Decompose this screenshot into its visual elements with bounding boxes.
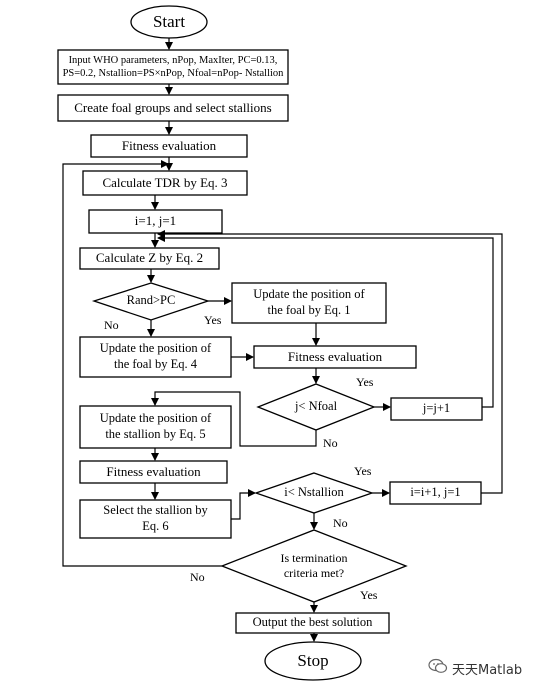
jn-yes-label: Yes — [356, 375, 374, 389]
edge-jn-no — [151, 391, 317, 447]
jn-no-label: No — [323, 436, 338, 450]
update-stallion-eq5-box — [79, 405, 232, 449]
rand-yes-label: Yes — [204, 313, 222, 327]
edge-select-in — [231, 489, 256, 520]
in-yes-label: Yes — [354, 464, 372, 478]
update-foal-eq1-box — [231, 282, 387, 324]
termination-decision — [220, 529, 408, 603]
i-nstallion-decision — [254, 472, 374, 514]
create-groups-box — [57, 94, 289, 122]
term-no-label: No — [190, 570, 205, 584]
edge-iinc-loop — [157, 230, 503, 494]
j-inc-box — [390, 397, 483, 421]
update-foal-eq4-box — [79, 336, 232, 378]
in-no-label: No — [333, 516, 348, 530]
watermark-text: 天天Matlab — [452, 662, 523, 678]
fitness-box-1 — [90, 134, 248, 158]
j-nfoal-decision — [256, 383, 376, 431]
edge-term-no — [62, 160, 222, 567]
stop-terminal — [264, 641, 362, 681]
output-box — [235, 612, 390, 634]
wechat-icon — [428, 658, 448, 678]
init-ij-box — [88, 209, 223, 234]
calc-tdr-box — [82, 170, 248, 196]
calc-z-box — [79, 247, 220, 270]
start-terminal — [130, 5, 208, 39]
select-stallion-box — [79, 499, 232, 539]
i-inc-box — [389, 481, 482, 505]
fitness-box-3 — [79, 460, 228, 484]
rand-pc-decision — [91, 282, 211, 321]
watermark: 天天Matlab — [428, 658, 522, 678]
input-box — [57, 49, 289, 85]
fitness-box-2 — [253, 345, 417, 369]
term-yes-label: Yes — [360, 588, 378, 602]
edge-jinc-loop — [157, 234, 494, 408]
rand-no-label: No — [104, 318, 119, 332]
